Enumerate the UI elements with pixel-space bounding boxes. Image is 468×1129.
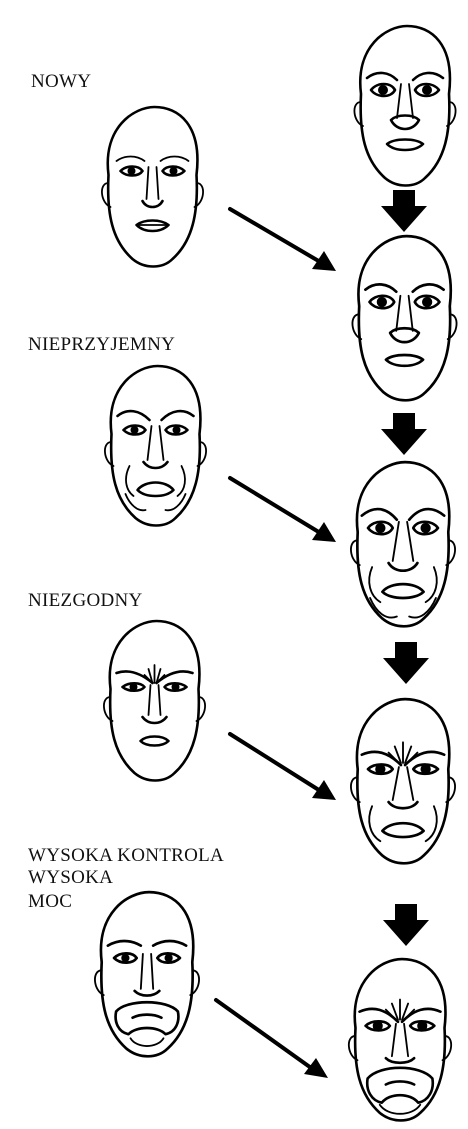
down-arrow-icon: [381, 413, 427, 455]
face-high-control: [95, 892, 199, 1056]
face-neutral: [102, 107, 203, 267]
diagonal-arrow-icon: [228, 474, 340, 546]
face-new-morph: [352, 236, 456, 400]
label-wysoka: WYSOKA: [28, 866, 113, 889]
face-left-wysoka-kontrola: [82, 888, 212, 1063]
face-left-neutral: [90, 103, 215, 273]
label-nieprzyjemny: NIEPRZYJEMNY: [28, 333, 175, 356]
label-wysoka-kontrola: WYSOKA KONTROLA: [28, 844, 224, 867]
down-arrow-icon: [381, 190, 427, 232]
face-right-5: [336, 955, 464, 1127]
diagonal-arrow-icon: [228, 205, 340, 275]
face-right-3: [340, 458, 466, 633]
down-arrow-icon: [383, 642, 429, 684]
face-disagreeable: [104, 621, 205, 781]
face-right-1: [345, 22, 465, 192]
diagonal-arrow-icon: [228, 730, 340, 804]
diagonal-arrow-icon: [214, 996, 332, 1082]
face-right-4: [340, 695, 466, 870]
label-niezgodny: NIEZGODNY: [28, 589, 143, 612]
face-right-2: [342, 232, 467, 407]
face-unpleasant: [105, 366, 206, 526]
face-left-niezgodny: [92, 617, 217, 787]
face-left-nieprzyjemny: [93, 362, 218, 532]
label-moc: MOC: [28, 890, 72, 913]
face-unpleasant-morph: [351, 462, 455, 626]
face-neutral-avg: [354, 26, 455, 186]
face-high-control-morph: [349, 959, 451, 1120]
label-nowy: NOWY: [31, 70, 91, 93]
down-arrow-icon: [383, 904, 429, 946]
face-disagreeable-morph: [351, 699, 455, 863]
